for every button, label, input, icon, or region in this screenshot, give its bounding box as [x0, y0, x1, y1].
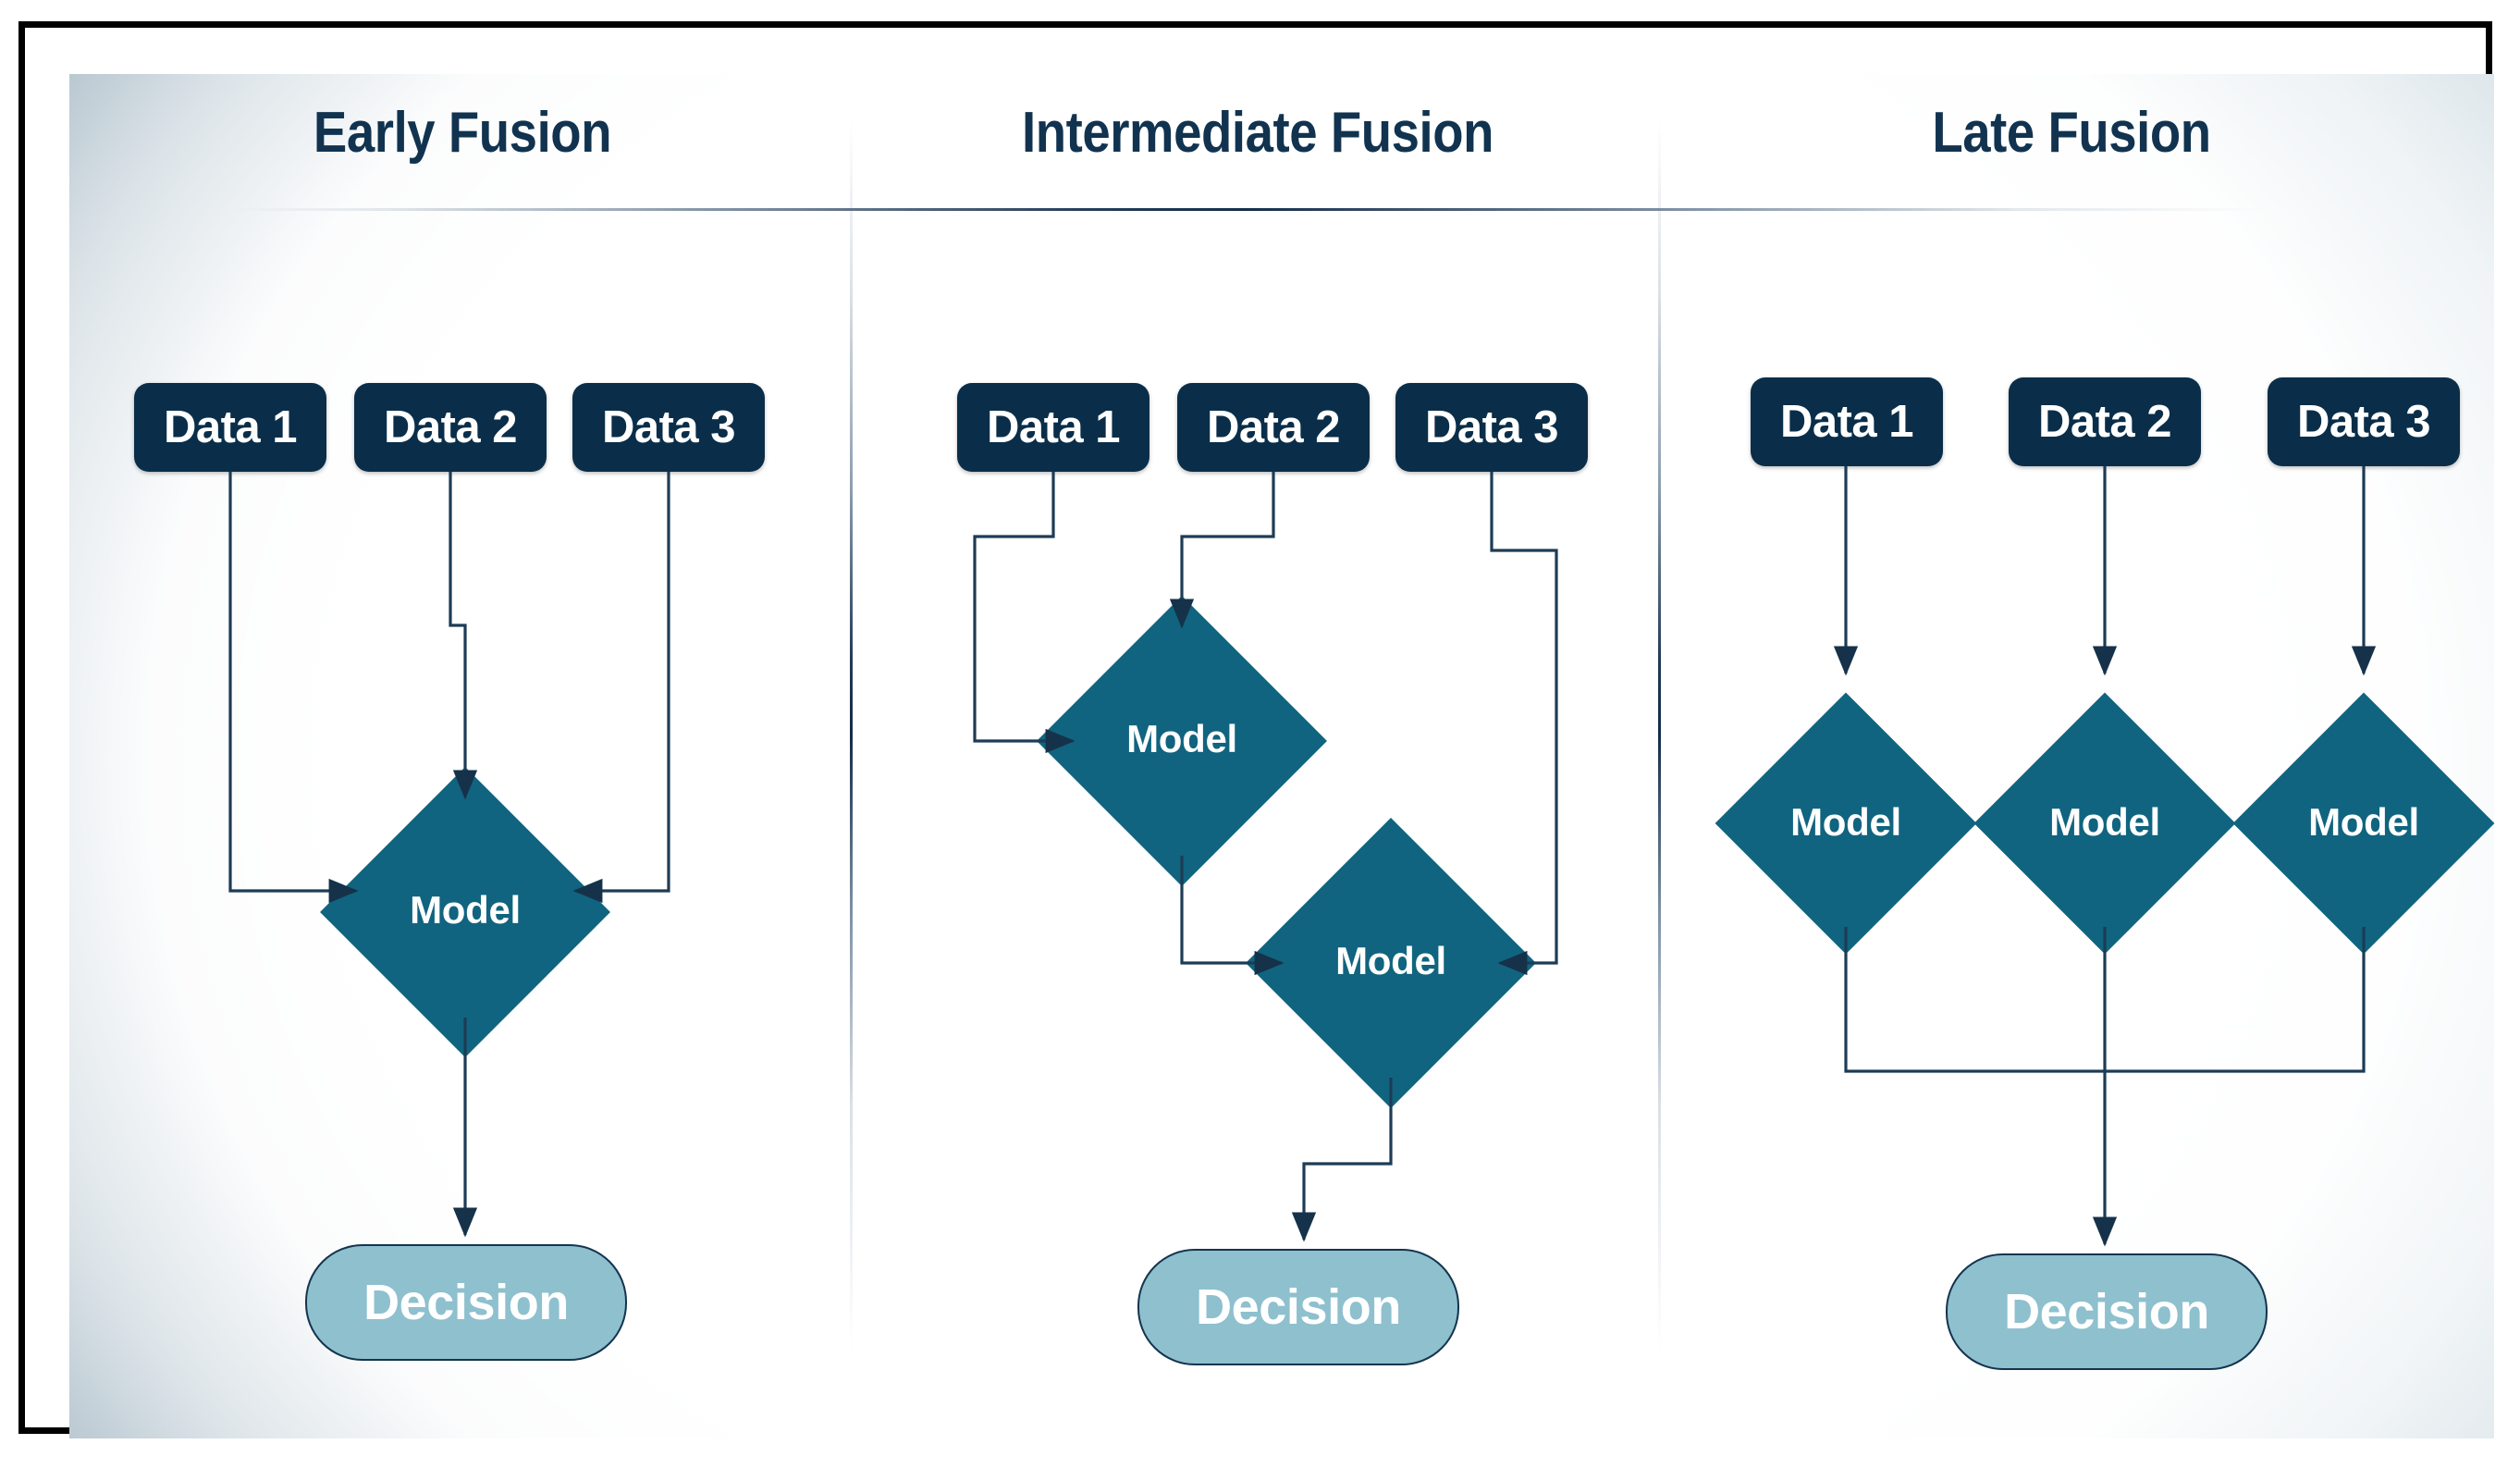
intermediate-data-node-1[interactable]: Data 1: [957, 383, 1149, 472]
early-decision-node[interactable]: Decision: [305, 1244, 627, 1361]
column-divider-right: [1658, 120, 1661, 1351]
late-data-node-2[interactable]: Data 2: [2009, 377, 2201, 466]
late-model-label-1: Model: [1790, 800, 1901, 844]
late-data-node-3[interactable]: Data 3: [2268, 377, 2460, 466]
early-data-node-3[interactable]: Data 3: [572, 383, 765, 472]
late-decision-node[interactable]: Decision: [1946, 1253, 2268, 1370]
intermediate-data-node-2[interactable]: Data 2: [1177, 383, 1370, 472]
column-title-late-fusion: Late Fusion: [1932, 101, 2211, 165]
column-title-intermediate-fusion: Intermediate Fusion: [1021, 101, 1494, 165]
late-model-label-3: Model: [2308, 800, 2419, 844]
intermediate-model-label-1: Model: [1126, 717, 1237, 760]
intermediate-data-node-3[interactable]: Data 3: [1395, 383, 1588, 472]
header-divider: [231, 208, 2261, 211]
intermediate-decision-node[interactable]: Decision: [1137, 1249, 1459, 1365]
early-data-node-1[interactable]: Data 1: [134, 383, 326, 472]
early-model-label-1: Model: [410, 888, 521, 932]
early-data-node-2[interactable]: Data 2: [354, 383, 547, 472]
column-divider-left: [850, 120, 853, 1351]
intermediate-model-label-2: Model: [1335, 939, 1446, 982]
late-data-node-1[interactable]: Data 1: [1751, 377, 1943, 466]
late-model-label-2: Model: [2049, 800, 2160, 844]
column-title-early-fusion: Early Fusion: [313, 101, 612, 165]
